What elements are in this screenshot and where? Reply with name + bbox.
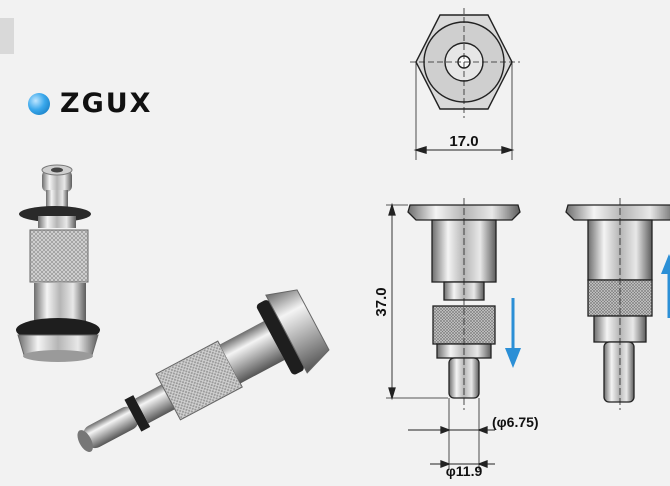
hex-top-view [410,8,520,160]
dim-inner-diameter: (φ6.75) [492,414,539,430]
brand-dot-icon [28,92,50,115]
brand-logo: ZGUX [28,88,152,119]
dim-length: 37.0 [373,287,390,316]
photo-fitting-upright [16,164,100,362]
dim-hex-width: 17.0 [449,133,478,150]
down-arrow-icon [505,298,521,368]
dim-outer-diameter: φ11.9 [446,463,483,479]
brand-name: ZGUX [60,88,153,119]
side-view-up [565,198,670,410]
up-arrow-icon [661,254,670,318]
page-tab-marker [0,18,14,54]
side-view-down [386,198,521,470]
photo-fitting-angled [77,289,330,452]
